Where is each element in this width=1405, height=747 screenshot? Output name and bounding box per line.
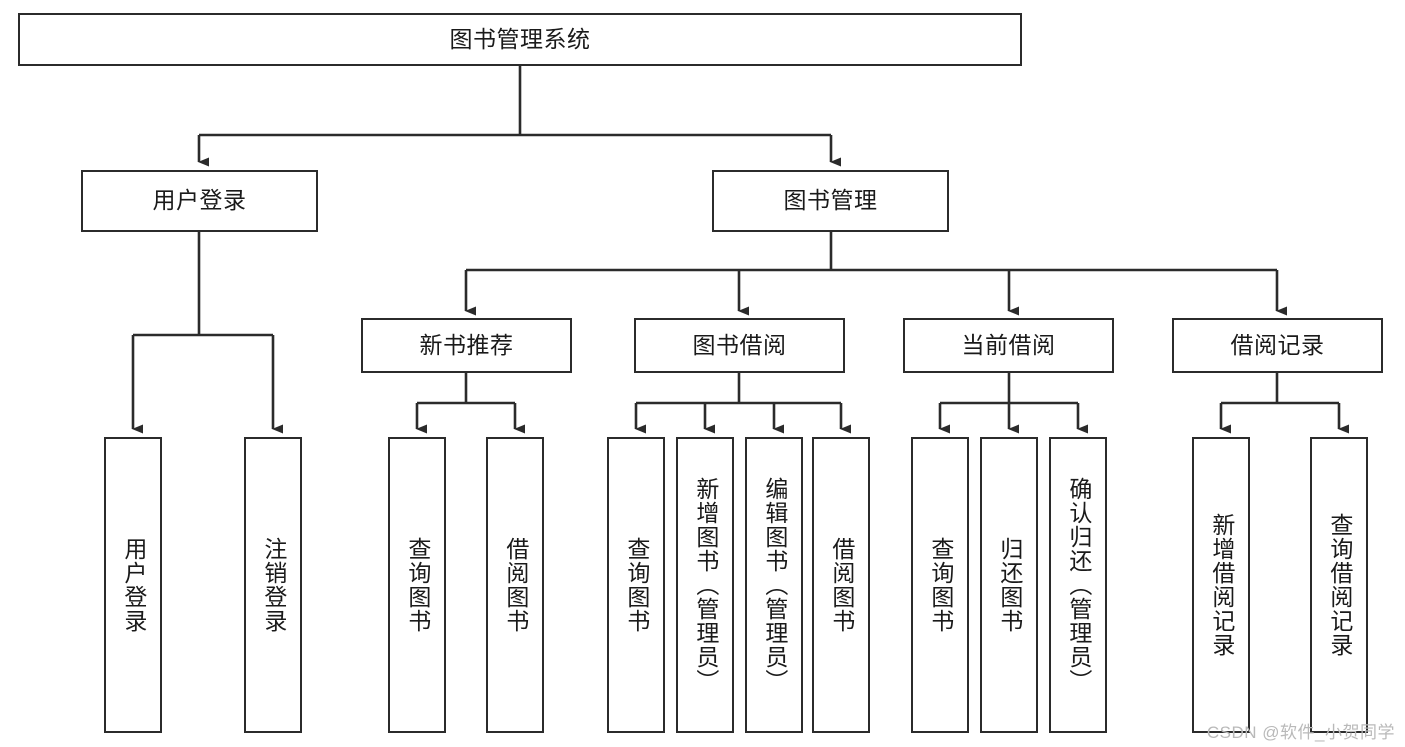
- node-leaf-borrow-book-2[interactable]: 借阅图书: [812, 437, 870, 733]
- node-book-manage-label: 图书管理: [783, 187, 878, 214]
- node-leaf-add-record[interactable]: 新增借阅记录: [1192, 437, 1250, 733]
- node-borrow-record[interactable]: 借阅记录: [1172, 318, 1383, 373]
- node-leaf-borrow-book-2-label: 借阅图书: [828, 537, 855, 633]
- node-root[interactable]: 图书管理系统: [18, 13, 1022, 66]
- node-leaf-user-login-label: 用户登录: [120, 537, 147, 633]
- node-current-borrow[interactable]: 当前借阅: [903, 318, 1114, 373]
- node-book-borrow[interactable]: 图书借阅: [634, 318, 845, 373]
- node-leaf-borrow-book-1[interactable]: 借阅图书: [486, 437, 544, 733]
- node-book-borrow-label: 图书借阅: [692, 331, 787, 358]
- node-leaf-query-book-2-label: 查询图书: [623, 537, 650, 633]
- node-leaf-query-book-2[interactable]: 查询图书: [607, 437, 665, 733]
- node-leaf-add-record-label: 新增借阅记录: [1208, 513, 1235, 657]
- node-new-book-recommend[interactable]: 新书推荐: [361, 318, 572, 373]
- node-leaf-query-record-label: 查询借阅记录: [1326, 513, 1353, 657]
- node-user-login-label: 用户登录: [152, 187, 247, 214]
- node-leaf-query-book-1-label: 查询图书: [404, 537, 431, 633]
- node-book-manage[interactable]: 图书管理: [712, 170, 949, 232]
- node-root-label: 图书管理系统: [449, 25, 591, 52]
- node-new-book-recommend-label: 新书推荐: [419, 331, 514, 358]
- node-borrow-record-label: 借阅记录: [1230, 331, 1325, 358]
- node-leaf-query-book-1[interactable]: 查询图书: [388, 437, 446, 733]
- node-leaf-edit-book-label: 编辑图书（管理员）: [761, 477, 788, 693]
- node-leaf-borrow-book-1-label: 借阅图书: [502, 537, 529, 633]
- node-user-login[interactable]: 用户登录: [81, 170, 318, 232]
- node-leaf-edit-book[interactable]: 编辑图书（管理员）: [745, 437, 803, 733]
- node-leaf-query-book-3-label: 查询图书: [927, 537, 954, 633]
- node-leaf-return-book[interactable]: 归还图书: [980, 437, 1038, 733]
- node-leaf-add-book-label: 新增图书（管理员）: [692, 477, 719, 693]
- node-leaf-logout[interactable]: 注销登录: [244, 437, 302, 733]
- csdn-watermark: CSDN @软件_小贺同学: [1206, 723, 1395, 742]
- node-leaf-user-login[interactable]: 用户登录: [104, 437, 162, 733]
- node-leaf-confirm-return[interactable]: 确认归还（管理员）: [1049, 437, 1107, 733]
- node-leaf-logout-label: 注销登录: [260, 537, 287, 633]
- node-current-borrow-label: 当前借阅: [961, 331, 1056, 358]
- node-leaf-query-book-3[interactable]: 查询图书: [911, 437, 969, 733]
- node-leaf-query-record[interactable]: 查询借阅记录: [1310, 437, 1368, 733]
- node-leaf-add-book[interactable]: 新增图书（管理员）: [676, 437, 734, 733]
- node-leaf-confirm-return-label: 确认归还（管理员）: [1065, 477, 1092, 693]
- node-leaf-return-book-label: 归还图书: [996, 537, 1023, 633]
